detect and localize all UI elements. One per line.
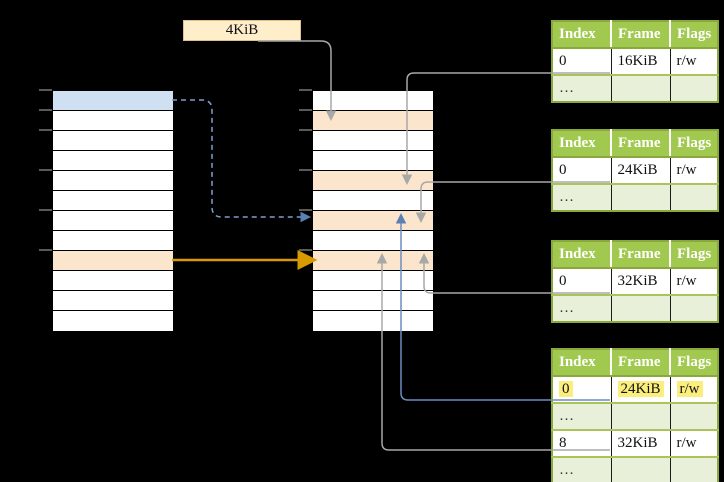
memory-cell <box>313 151 433 171</box>
page-table-1: Index Frame Flags 0 16KiB r/w … <box>551 20 720 103</box>
frame-cell: 32KiB <box>611 268 671 296</box>
memory-cell <box>53 211 173 231</box>
col-header-flags: Flags <box>670 21 719 49</box>
highlighted-value: 0 <box>559 381 573 397</box>
frame-cell: 16KiB <box>611 48 671 76</box>
page-table-4: Index Frame Flags 0 24KiB r/w … 8 32KiB … <box>551 348 720 482</box>
memory-cell <box>313 251 433 271</box>
flags-cell: r/w <box>670 157 719 185</box>
table-header-row: Index Frame Flags <box>552 21 719 49</box>
index-cell: … <box>552 295 612 322</box>
flags-cell <box>670 457 719 482</box>
frame-cell: 24KiB <box>611 157 671 185</box>
col-header-flags: Flags <box>670 349 719 377</box>
memory-cell <box>53 91 173 111</box>
col-header-flags: Flags <box>670 130 719 158</box>
memory-cell <box>53 271 173 291</box>
memory-cell <box>53 151 173 171</box>
table-row-ellipsis: … <box>552 75 719 102</box>
table-row-highlighted: 0 24KiB r/w <box>552 376 719 404</box>
index-cell: … <box>552 184 612 211</box>
frame-cell <box>611 403 671 431</box>
table-row-ellipsis: … <box>552 295 719 322</box>
memory-cell <box>313 171 433 191</box>
memory-cell <box>313 131 433 151</box>
table-row: 0 24KiB r/w <box>552 157 719 185</box>
memory-cell <box>313 91 433 111</box>
index-cell: 0 <box>552 48 612 76</box>
frame-cell <box>611 75 671 102</box>
flags-cell: r/w <box>670 376 719 404</box>
table-row-ellipsis: … <box>552 184 719 211</box>
index-cell: 0 <box>552 376 612 404</box>
memory-cell <box>53 311 173 331</box>
frame-cell: 32KiB <box>611 430 671 458</box>
flags-cell <box>670 295 719 322</box>
memory-cell <box>53 111 173 131</box>
memory-cell <box>313 191 433 211</box>
col-header-flags: Flags <box>670 241 719 269</box>
index-cell: … <box>552 75 612 102</box>
col-header-frame: Frame <box>611 21 671 49</box>
memory-cell <box>313 231 433 251</box>
flags-cell <box>670 403 719 431</box>
frame-cell <box>611 184 671 211</box>
index-cell: 0 <box>552 157 612 185</box>
flags-cell: r/w <box>670 48 719 76</box>
memory-cell <box>53 231 173 251</box>
table-row: 8 32KiB r/w <box>552 430 719 458</box>
flags-cell: r/w <box>670 268 719 296</box>
frame-cell: 24KiB <box>611 376 671 404</box>
memory-cell <box>313 311 433 331</box>
memory-cell <box>53 131 173 151</box>
memory-cell <box>313 271 433 291</box>
col-header-index: Index <box>552 21 612 49</box>
page-size-label-text: 4KiB <box>225 22 259 38</box>
memory-cell <box>313 111 433 131</box>
memory-cell <box>53 191 173 211</box>
table-header-row: Index Frame Flags <box>552 349 719 377</box>
col-header-frame: Frame <box>611 241 671 269</box>
connector-virtual-dashed <box>172 99 311 223</box>
frame-cell <box>611 295 671 322</box>
col-header-frame: Frame <box>611 130 671 158</box>
page-table-2: Index Frame Flags 0 24KiB r/w … <box>551 129 720 212</box>
highlighted-value: r/w <box>676 381 703 397</box>
col-header-index: Index <box>552 241 612 269</box>
memory-column-right <box>312 90 434 332</box>
memory-cell <box>53 171 173 191</box>
page-table-3: Index Frame Flags 0 32KiB r/w … <box>551 240 720 323</box>
highlighted-value: 24KiB <box>617 381 664 397</box>
memory-cell <box>53 251 173 271</box>
memory-column-left <box>52 90 174 332</box>
memory-cell <box>313 291 433 311</box>
memory-cell <box>53 291 173 311</box>
flags-cell <box>670 184 719 211</box>
table-row-ellipsis: … <box>552 457 719 482</box>
col-header-frame: Frame <box>611 349 672 377</box>
page-size-label: 4KiB <box>183 20 301 41</box>
table-row: 0 32KiB r/w <box>552 268 719 296</box>
col-header-index: Index <box>552 349 612 377</box>
index-cell: … <box>552 457 612 482</box>
memory-cell <box>313 211 433 231</box>
col-header-index: Index <box>552 130 612 158</box>
table-header-row: Index Frame Flags <box>552 130 719 158</box>
flags-cell: r/w <box>670 430 719 458</box>
table-header-row: Index Frame Flags <box>552 241 719 269</box>
index-cell: … <box>552 403 612 431</box>
table-row-ellipsis: … <box>552 403 719 431</box>
index-cell: 8 <box>552 430 612 458</box>
flags-cell <box>670 75 719 102</box>
frame-cell <box>611 457 671 482</box>
index-cell: 0 <box>552 268 612 296</box>
table-row: 0 16KiB r/w <box>552 48 719 76</box>
